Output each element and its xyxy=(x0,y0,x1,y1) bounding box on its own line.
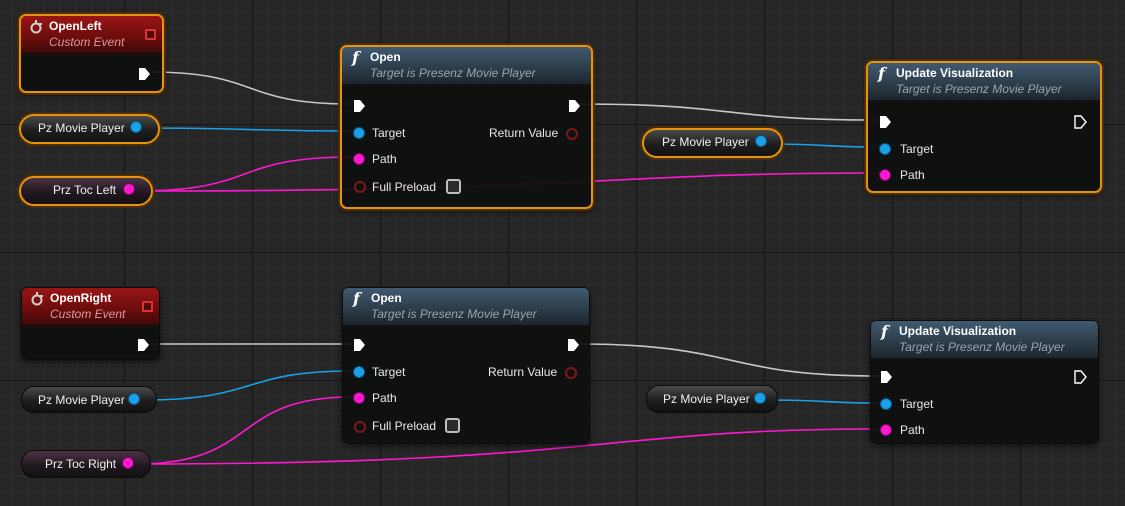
pin-label-full-preload: Full Preload xyxy=(372,180,437,194)
return-value-pin[interactable] xyxy=(566,128,578,140)
function-f-icon: f xyxy=(352,48,359,67)
pin-label-path: Path xyxy=(900,168,925,182)
function-node-update-visualization[interactable]: f Update Visualization Target is Presenz… xyxy=(870,320,1099,444)
object-wire[interactable] xyxy=(142,127,353,132)
full-preload-checkbox[interactable] xyxy=(445,418,460,433)
object-out-pin[interactable] xyxy=(129,394,139,404)
node-title: OpenLeft xyxy=(49,19,102,33)
variable-label: Pz Movie Player xyxy=(663,392,750,406)
node-subtitle: Target is Presenz Movie Player xyxy=(371,307,537,321)
object-wire[interactable] xyxy=(766,399,881,404)
exec-in-pin[interactable] xyxy=(352,99,366,113)
object-out-pin[interactable] xyxy=(755,393,765,403)
pin-label-path: Path xyxy=(372,391,397,405)
variable-get-prz-toc-right[interactable]: Prz Toc Right xyxy=(21,450,151,478)
string-out-pin[interactable] xyxy=(124,184,134,194)
pin-label-target: Target xyxy=(372,365,406,379)
node-subtitle: Custom Event xyxy=(50,307,126,321)
string-wire[interactable] xyxy=(135,156,353,192)
exec-in-pin[interactable] xyxy=(879,370,893,384)
pin-label-path: Path xyxy=(372,152,397,166)
exec-wire[interactable] xyxy=(577,103,879,121)
exec-in-pin[interactable] xyxy=(352,338,366,352)
pin-label-target: Target xyxy=(900,397,934,411)
variable-label: Prz Toc Left xyxy=(53,183,117,197)
node-title: OpenRight xyxy=(50,291,112,305)
node-header: f Open Target is Presenz Movie Player xyxy=(343,288,589,325)
function-f-icon: f xyxy=(878,64,885,83)
exec-out-pin[interactable] xyxy=(566,338,580,352)
target-pin[interactable] xyxy=(881,399,891,409)
node-subtitle: Target is Presenz Movie Player xyxy=(899,340,1065,354)
variable-get-pz-movie-player[interactable]: Pz Movie Player xyxy=(19,114,160,144)
return-value-pin[interactable] xyxy=(565,367,577,379)
variable-label: Prz Toc Right xyxy=(45,457,117,471)
object-out-pin[interactable] xyxy=(131,122,141,132)
pin-label-target: Target xyxy=(372,126,406,140)
function-f-icon: f xyxy=(881,322,888,341)
exec-out-pin[interactable] xyxy=(567,99,581,113)
node-header: f Update Visualization Target is Presenz… xyxy=(871,321,1098,358)
variable-label: Pz Movie Player xyxy=(38,121,125,135)
node-header: OpenRight Custom Event xyxy=(22,288,159,325)
path-pin[interactable] xyxy=(880,170,890,180)
node-header: f Open Target is Presenz Movie Player xyxy=(342,47,591,84)
target-pin[interactable] xyxy=(880,144,890,154)
delegate-pin-icon[interactable] xyxy=(142,301,153,312)
object-out-pin[interactable] xyxy=(756,136,766,146)
full-preload-pin[interactable] xyxy=(354,421,366,433)
string-wire[interactable] xyxy=(135,396,353,465)
pin-label-return-value: Return Value xyxy=(489,126,559,140)
variable-get-prz-toc-left[interactable]: Prz Toc Left xyxy=(19,176,153,206)
target-pin[interactable] xyxy=(354,367,364,377)
target-pin[interactable] xyxy=(354,128,364,138)
custom-event-icon xyxy=(31,292,43,306)
string-out-pin[interactable] xyxy=(123,458,133,468)
object-wire[interactable] xyxy=(142,370,353,401)
variable-get-pz-movie-player[interactable]: Pz Movie Player xyxy=(646,385,778,413)
pin-label-full-preload: Full Preload xyxy=(372,419,437,433)
exec-out-pin[interactable] xyxy=(137,67,151,81)
object-wire[interactable] xyxy=(766,143,881,148)
variable-get-pz-movie-player[interactable]: Pz Movie Player xyxy=(21,386,157,413)
node-title: Update Visualization xyxy=(896,66,1014,80)
path-pin[interactable] xyxy=(354,393,364,403)
function-node-open[interactable]: f Open Target is Presenz Movie Player Ta… xyxy=(340,45,593,209)
path-pin[interactable] xyxy=(354,154,364,164)
custom-event-node-openright[interactable]: OpenRight Custom Event xyxy=(21,287,160,360)
variable-label: Pz Movie Player xyxy=(38,393,125,407)
node-header: f Update Visualization Target is Presenz… xyxy=(868,63,1100,100)
exec-wire[interactable] xyxy=(577,343,881,377)
node-subtitle: Target is Presenz Movie Player xyxy=(896,82,1062,96)
pin-label-target: Target xyxy=(900,142,934,156)
path-pin[interactable] xyxy=(881,425,891,435)
exec-out-pin[interactable] xyxy=(1073,115,1087,129)
exec-in-pin[interactable] xyxy=(878,115,892,129)
pin-label-return-value: Return Value xyxy=(488,365,558,379)
custom-event-icon xyxy=(30,20,42,34)
custom-event-node-openleft[interactable]: OpenLeft Custom Event xyxy=(19,14,164,93)
exec-out-pin[interactable] xyxy=(1073,370,1087,384)
full-preload-pin[interactable] xyxy=(354,181,366,193)
node-subtitle: Custom Event xyxy=(49,35,125,49)
node-title: Open xyxy=(371,291,402,305)
variable-label: Pz Movie Player xyxy=(662,135,749,149)
node-header: OpenLeft Custom Event xyxy=(21,16,162,53)
node-title: Open xyxy=(370,50,401,64)
delegate-pin-icon[interactable] xyxy=(145,29,156,40)
function-node-open[interactable]: f Open Target is Presenz Movie Player Ta… xyxy=(342,287,590,444)
exec-wire[interactable] xyxy=(149,71,351,105)
node-title: Update Visualization xyxy=(899,324,1017,338)
exec-out-pin[interactable] xyxy=(136,338,150,352)
function-node-update-visualization[interactable]: f Update Visualization Target is Presenz… xyxy=(866,61,1102,193)
function-f-icon: f xyxy=(353,289,360,308)
full-preload-checkbox[interactable] xyxy=(446,179,461,194)
pin-label-path: Path xyxy=(900,423,925,437)
node-subtitle: Target is Presenz Movie Player xyxy=(370,66,536,80)
variable-get-pz-movie-player[interactable]: Pz Movie Player xyxy=(642,128,783,158)
